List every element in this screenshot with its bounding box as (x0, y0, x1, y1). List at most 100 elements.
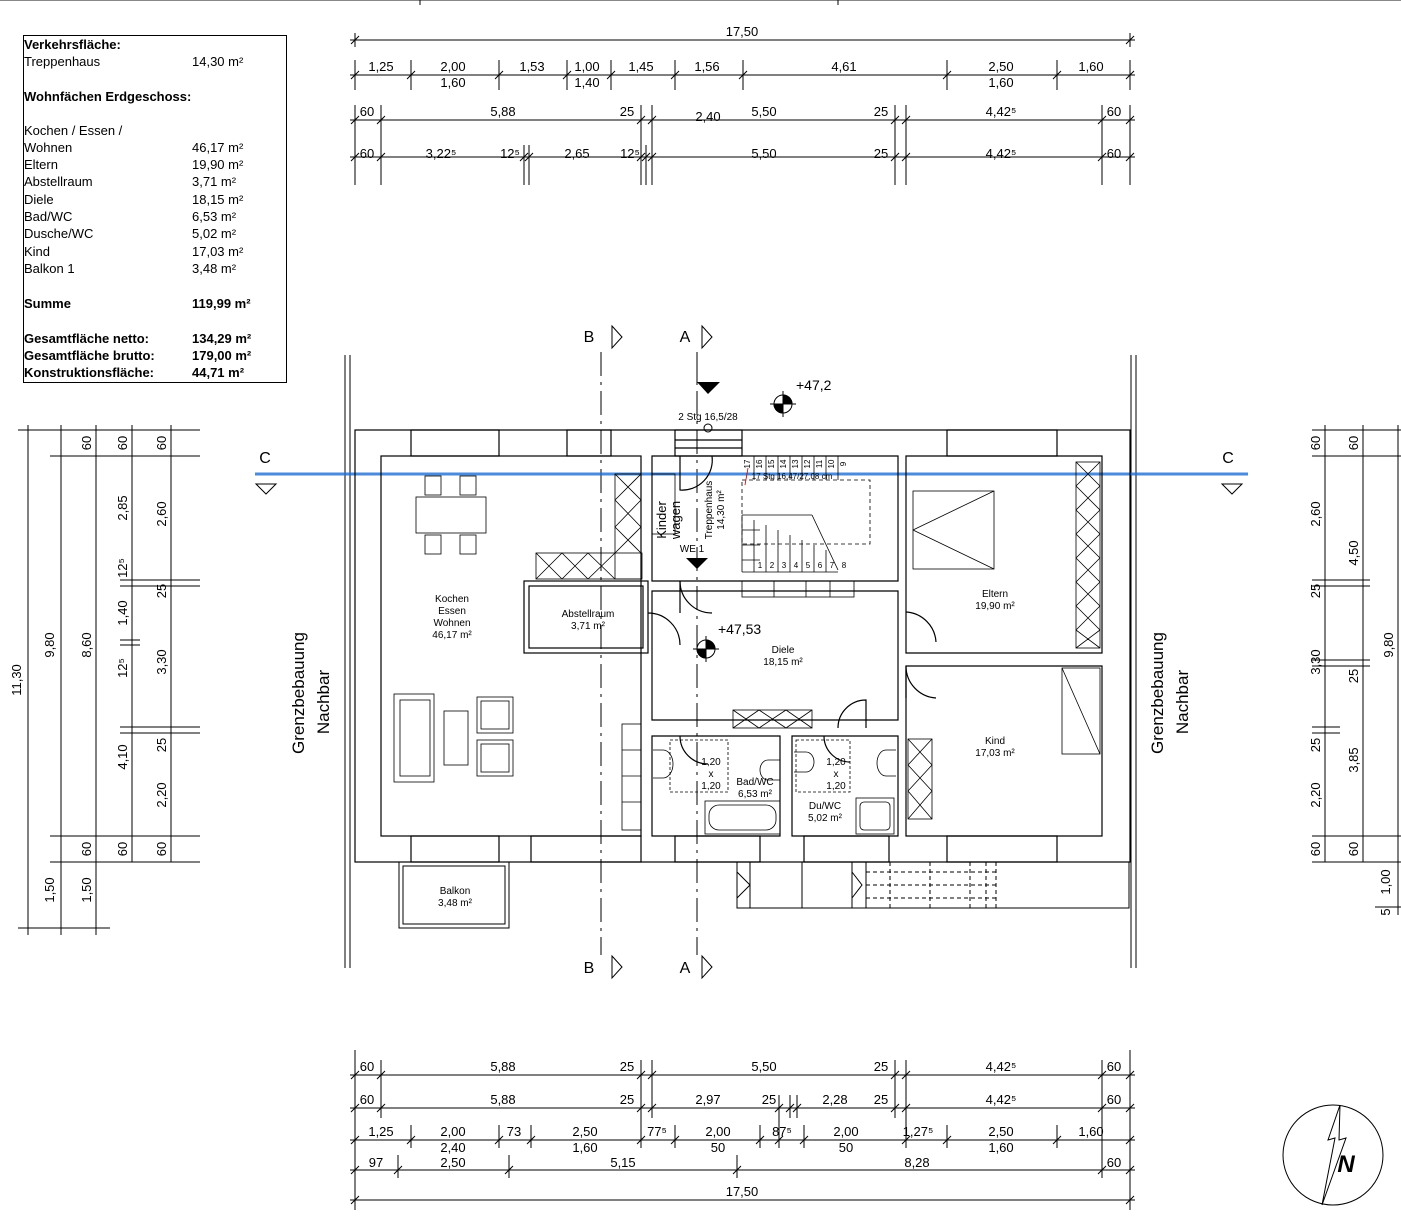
top-dimension-text: 17,50 1,25 2,00 1,53 1,00 1,45 1,56 4,61… (360, 24, 1121, 161)
dim-label: 3,30 (1308, 649, 1323, 674)
dim-label: 1,45 (628, 59, 653, 74)
right-dimension-text: 60 2,60 25 3,30 25 2,20 60 60 4,50 25 3,… (1308, 436, 1396, 916)
section-b-top: B (584, 329, 595, 346)
dim-label: 2,20 (1308, 782, 1323, 807)
traffic-heading: Verkehrsfläche: (24, 37, 121, 52)
dim-label: 60 (154, 436, 169, 450)
wagen-label: wagen (668, 501, 683, 540)
north-label: N (1337, 1151, 1355, 1178)
kid-bed (1061, 667, 1101, 755)
unit-label: WE 1 (680, 544, 705, 555)
dim-label: 25 (874, 146, 888, 161)
top-dimension-lines (350, 33, 1135, 185)
room-diele: Diele 18,15 m² (763, 645, 803, 668)
dim-label: 60 (1346, 842, 1361, 856)
dim-label: 5 (1378, 908, 1393, 915)
dim-label: 9,80 (42, 632, 57, 657)
dim-sublabel: 50 (711, 1140, 725, 1155)
bed (912, 490, 995, 570)
dim-label: 1,25 (368, 1124, 393, 1139)
dim-label: 5,50 (751, 104, 776, 119)
dim-label: 2,50 (988, 1124, 1013, 1139)
dim-label: 60 (360, 1092, 374, 1107)
dim-label: 2,00 (705, 1124, 730, 1139)
dim-label: 1,27⁵ (903, 1124, 934, 1139)
dim-label: 2,00 (440, 1124, 465, 1139)
dim-label: 25 (154, 738, 169, 752)
room-name: Diele (772, 645, 795, 656)
dim-label: 60 (115, 436, 130, 450)
room-eltern: Eltern 19,90 m² (975, 589, 1015, 612)
balkon (398, 861, 510, 929)
property-boundary (344, 355, 1137, 968)
dim-label: 8,60 (79, 632, 94, 657)
table-row: Gesamtfläche netto:134,29 m² (24, 331, 252, 346)
stair-num: 10 (827, 459, 836, 468)
dim-label: 5,50 (751, 146, 776, 161)
room-name: Du/WC (809, 801, 841, 812)
dim-sublabel: 1,60 (988, 75, 1013, 90)
dim-label: 87⁵ (772, 1124, 792, 1139)
room-area: 18,15 m² (763, 657, 803, 668)
dim-label: 60 (360, 104, 374, 119)
dim-label: 25 (1308, 738, 1323, 752)
dim-label: 97 (369, 1155, 383, 1170)
dim-overall-bottom: 17,50 (726, 1184, 759, 1199)
dim-label: 2,50 (440, 1155, 465, 1170)
room-abstellraum: Abstellraum 3,71 m² (562, 609, 615, 632)
elevation-top: +47,2 (796, 377, 832, 393)
stair-num: 13 (791, 459, 800, 468)
room-name: Wohnen (433, 618, 470, 629)
dim-label: 1,56 (694, 59, 719, 74)
neighbor-labels: Grenzbebauung Nachbar Grenzbebauung Nach… (289, 632, 1192, 754)
window-size: 1,20 (826, 781, 846, 792)
dim-label: 2,65 (564, 146, 589, 161)
dim-label: 12⁵ (115, 558, 130, 578)
dim-sublabel: 1,60 (572, 1140, 597, 1155)
dim-label: 2,85 (115, 495, 130, 520)
room-name: Eltern (982, 589, 1008, 600)
stair-num: 11 (815, 459, 824, 468)
stair-num: 2 (770, 561, 775, 570)
stair-num: 16 (755, 459, 764, 468)
section-markers: B A B A C C (259, 329, 1234, 977)
dim-label: 1,00 (1378, 869, 1393, 894)
dim-label: 60 (1346, 436, 1361, 450)
dim-label: 12⁵ (620, 146, 640, 161)
dim-label: 25 (762, 1092, 776, 1107)
dim-label: 60 (1107, 1155, 1121, 1170)
neighbor-label-left-1: Grenzbebauung (289, 632, 308, 754)
dim-label: 1,25 (368, 59, 393, 74)
dining-table (415, 496, 487, 534)
dim-label: 4,42⁵ (986, 146, 1017, 161)
dim-label: 60 (1308, 436, 1323, 450)
dim-label: 60 (79, 436, 94, 450)
room-area: 17,03 m² (975, 748, 1015, 759)
dim-sublabel: 1,60 (988, 1140, 1013, 1155)
dim-label: 2,60 (154, 501, 169, 526)
dim-label: 3,30 (154, 649, 169, 674)
room-du-wc: Du/WC 5,02 m² (808, 801, 843, 824)
window-size: 1,20 (826, 757, 846, 768)
dim-label: 5,88 (490, 1059, 515, 1074)
right-dimension-lines (1312, 425, 1401, 915)
armchair (476, 739, 514, 777)
dim-label: 2,60 (1308, 501, 1323, 526)
level-symbol-icon (770, 391, 796, 417)
dim-label: 11,30 (9, 664, 24, 696)
room-name: Bad/WC (736, 777, 773, 788)
dim-label: 25 (874, 1059, 888, 1074)
dim-label: 60 (154, 842, 169, 856)
section-a-bottom: A (680, 960, 691, 977)
dim-label: 1,60 (1078, 59, 1103, 74)
elevation-triangle-icon (697, 382, 720, 394)
section-lines (254, 324, 1244, 980)
room-name: Abstellraum (562, 609, 615, 620)
staircase (741, 456, 871, 598)
dim-label: 2,50 (572, 1124, 597, 1139)
stair-num: 4 (794, 561, 799, 570)
room-bad-wc: Bad/WC 6,53 m² (736, 777, 773, 800)
